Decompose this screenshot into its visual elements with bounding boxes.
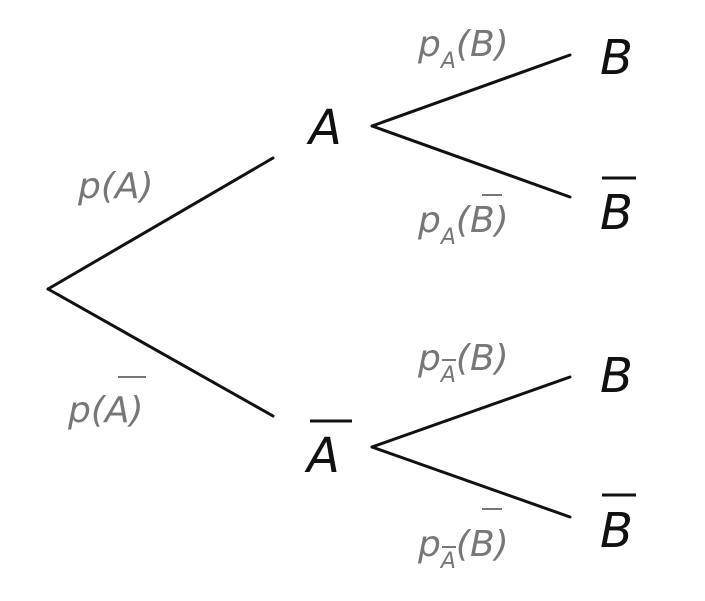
prob-func: p(: [67, 390, 107, 431]
branch-root-a-bar: [46, 287, 275, 418]
node-b-bar-top-label: B: [600, 185, 633, 241]
branch-a-bar-b-bar: [370, 445, 572, 519]
prob-close: ): [127, 390, 144, 431]
prob-p-a-bar: p(A): [67, 376, 146, 431]
svg-text:p(A): p(A): [77, 166, 154, 207]
node-b-bottom-label: B: [600, 348, 633, 404]
prob-close: ): [492, 24, 509, 65]
prob-subscript: A: [439, 225, 456, 250]
prob-event: B: [470, 24, 495, 65]
prob-func: p: [417, 24, 441, 65]
prob-close: ): [137, 166, 154, 207]
node-b-top-label: B: [600, 30, 633, 86]
svg-text:pA(B): pA(B): [417, 524, 509, 574]
node-a-label: A: [306, 100, 342, 156]
node-a: A: [306, 100, 342, 156]
prob-event: A: [103, 390, 130, 431]
prob-event: B: [470, 524, 495, 565]
prob-func: p(: [77, 166, 117, 207]
prob-func: p: [417, 524, 441, 565]
prob-open: (: [456, 524, 472, 565]
prob-open: (: [456, 200, 472, 241]
prob-subscript: A: [439, 363, 456, 388]
prob-close: ): [492, 200, 509, 241]
node-a-bar-label: A: [304, 428, 340, 484]
prob-func: p: [417, 200, 441, 241]
prob-close: ): [492, 524, 509, 565]
node-a-bar: A: [304, 419, 352, 484]
node-b-top: B: [600, 30, 633, 86]
prob-subscript: A: [439, 549, 456, 574]
svg-text:p(A): p(A): [67, 390, 144, 431]
svg-text:pA(B): pA(B): [417, 24, 509, 74]
prob-open: (: [456, 24, 472, 65]
prob-p-abar-b: pA(B): [417, 338, 509, 388]
svg-text:pA(B): pA(B): [417, 200, 509, 250]
prob-subscript: A: [439, 49, 456, 74]
node-b-bottom: B: [600, 348, 633, 404]
svg-text:pA(B): pA(B): [417, 338, 509, 388]
prob-func: p: [417, 338, 441, 379]
prob-p-a-b: pA(B): [417, 24, 509, 74]
prob-event: B: [470, 200, 495, 241]
branch-root-a: [46, 156, 275, 291]
prob-p-a: p(A): [77, 166, 154, 207]
node-b-bar-bottom: B: [600, 493, 636, 559]
branch-a-b: [370, 53, 572, 128]
prob-event: A: [113, 166, 140, 207]
prob-p-a-b-bar: pA(B): [417, 194, 509, 250]
prob-close: ): [492, 338, 509, 379]
branch-a-bar-b: [370, 375, 572, 449]
prob-event: B: [470, 338, 495, 379]
node-b-bar-top: B: [600, 176, 636, 241]
prob-open: (: [456, 338, 472, 379]
node-b-bar-bottom-label: B: [600, 503, 633, 559]
prob-p-abar-b-bar: pA(B): [417, 508, 509, 574]
branch-a-b-bar: [370, 124, 572, 199]
